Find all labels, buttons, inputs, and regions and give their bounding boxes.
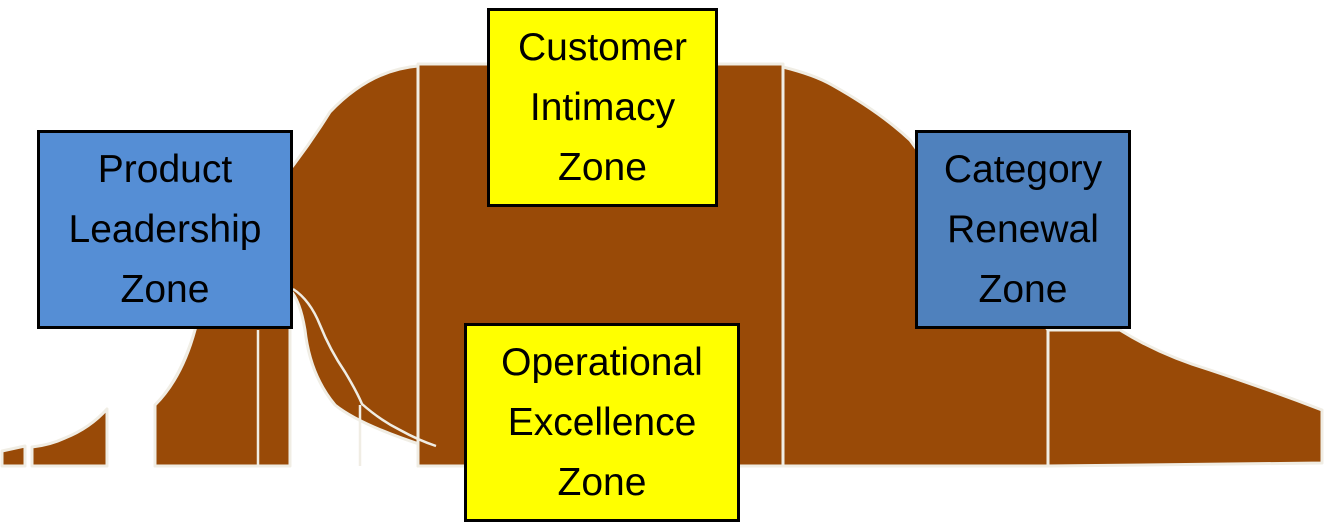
zone-label-line: Product [97,147,233,191]
curve-segment-tail [1046,328,1324,468]
category-renewal-zone-box: Category Renewal Zone [915,130,1131,329]
zone-label-line: Zone [978,267,1068,311]
zone-label-line: Zone [558,145,647,189]
product-leadership-zone-box: Product Leadership Zone [37,130,293,329]
zone-label-line: Zone [557,460,647,504]
chasm-curve [292,287,437,448]
zone-label-line: Excellence [507,400,697,444]
operational-excellence-zone-box: Operational Excellence Zone [464,323,740,522]
zone-label-line: Renewal [947,207,1099,251]
zone-label-line: Intimacy [529,85,676,129]
zone-label-line: Operational [501,340,703,384]
zone-label-line: Customer [517,25,688,69]
curve-segment-1 [0,444,27,468]
zone-label-line: Leadership [68,207,262,251]
zone-label-line: Category [943,147,1103,191]
curve-segment-2 [30,407,109,468]
zone-label-line: Zone [120,267,210,311]
customer-intimacy-zone-box: Customer Intimacy Zone [487,8,718,207]
